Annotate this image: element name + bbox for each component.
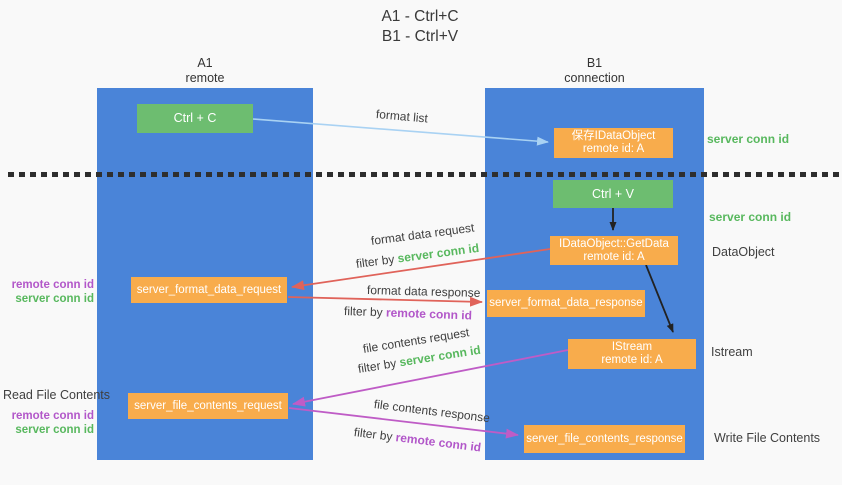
save-idataobject-line2: remote id: A: [582, 143, 645, 155]
file-response-filter-label: filter by remote conn id: [353, 425, 482, 454]
format-list-label: format list: [375, 107, 429, 126]
ctrl-c-box: Ctrl + C: [137, 104, 253, 133]
lifeline-a1-role: remote: [185, 71, 225, 85]
file-contents-response-label: file contents response: [373, 397, 491, 426]
format-conn-id-group: remote conn id server conn id: [0, 278, 94, 306]
title-line-copy: A1 - Ctrl+C: [381, 8, 459, 25]
istream-line2: remote id: A: [601, 354, 663, 366]
lifeline-header-b1: B1 connection: [485, 56, 704, 86]
istream-line1: IStream: [611, 341, 653, 353]
dataobject-label: DataObject: [712, 245, 775, 259]
server-file-contents-response-box: server_file_contents_response: [524, 425, 685, 453]
server-format-data-request-box: server_format_data_request: [131, 277, 287, 303]
server-format-data-request-label: server_format_data_request: [136, 283, 282, 296]
save-idataobject-box: 保存IDataObject remote id: A: [554, 128, 673, 158]
write-file-contents-label: Write File Contents: [714, 431, 821, 445]
title-line-paste: B1 - Ctrl+V: [381, 28, 459, 45]
filter-by-text: filter by: [355, 251, 399, 271]
lifeline-a1-name: A1: [197, 56, 213, 70]
format-server-conn-id-label: server conn id: [15, 293, 94, 305]
ctrl-c-label: Ctrl + C: [173, 111, 217, 125]
remote-conn-id-text: remote conn id: [385, 305, 473, 323]
idataobject-getdata-box: IDataObject::GetData remote id: A: [550, 236, 678, 265]
format-remote-conn-id-label: remote conn id: [11, 279, 94, 291]
file-conn-id-group: remote conn id server conn id: [0, 409, 94, 437]
server-conn-id-paste-label: server conn id: [709, 210, 792, 224]
server-format-data-response-box: server_format_data_response: [487, 290, 645, 317]
ctrl-v-box: Ctrl + V: [553, 180, 673, 208]
istream-box: IStream remote id: A: [568, 339, 696, 369]
file-server-conn-id-label: server conn id: [15, 424, 94, 436]
idataobject-getdata-line2: remote id: A: [583, 250, 645, 263]
format-response-filter-label: filter by remote conn id: [344, 304, 472, 322]
idataobject-getdata-line1: IDataObject::GetData: [559, 237, 669, 250]
ctrl-v-label: Ctrl + V: [591, 186, 635, 201]
server-file-contents-request-box: server_file_contents_request: [128, 393, 288, 419]
read-file-contents-label: Read File Contents: [3, 388, 111, 402]
lifeline-b1-role: connection: [564, 71, 625, 85]
copy-paste-separator-line: [8, 172, 842, 177]
filter-by-text: filter by: [343, 304, 387, 320]
diagram-title: A1 - Ctrl+C B1 - Ctrl+V: [280, 7, 560, 47]
remote-conn-id-text: remote conn id: [394, 430, 482, 455]
server-format-data-response-label: server_format_data_response: [489, 297, 643, 309]
server-conn-id-copy-label: server conn id: [707, 132, 790, 146]
server-file-contents-request-label: server_file_contents_request: [134, 399, 282, 412]
file-remote-conn-id-label: remote conn id: [11, 410, 94, 422]
lifeline-b1-name: B1: [586, 56, 603, 70]
format-data-response-label: format data response: [366, 283, 481, 300]
save-idataobject-line1: 保存IDataObject: [571, 130, 656, 142]
server-file-contents-response-label: server_file_contents_response: [526, 432, 683, 445]
filter-by-text: filter by: [353, 425, 397, 445]
istream-side-label: Istream: [711, 345, 753, 359]
lifeline-header-a1: A1 remote: [97, 56, 313, 86]
filter-by-text: filter by: [356, 355, 401, 376]
server-conn-id-text: server conn id: [396, 240, 480, 266]
